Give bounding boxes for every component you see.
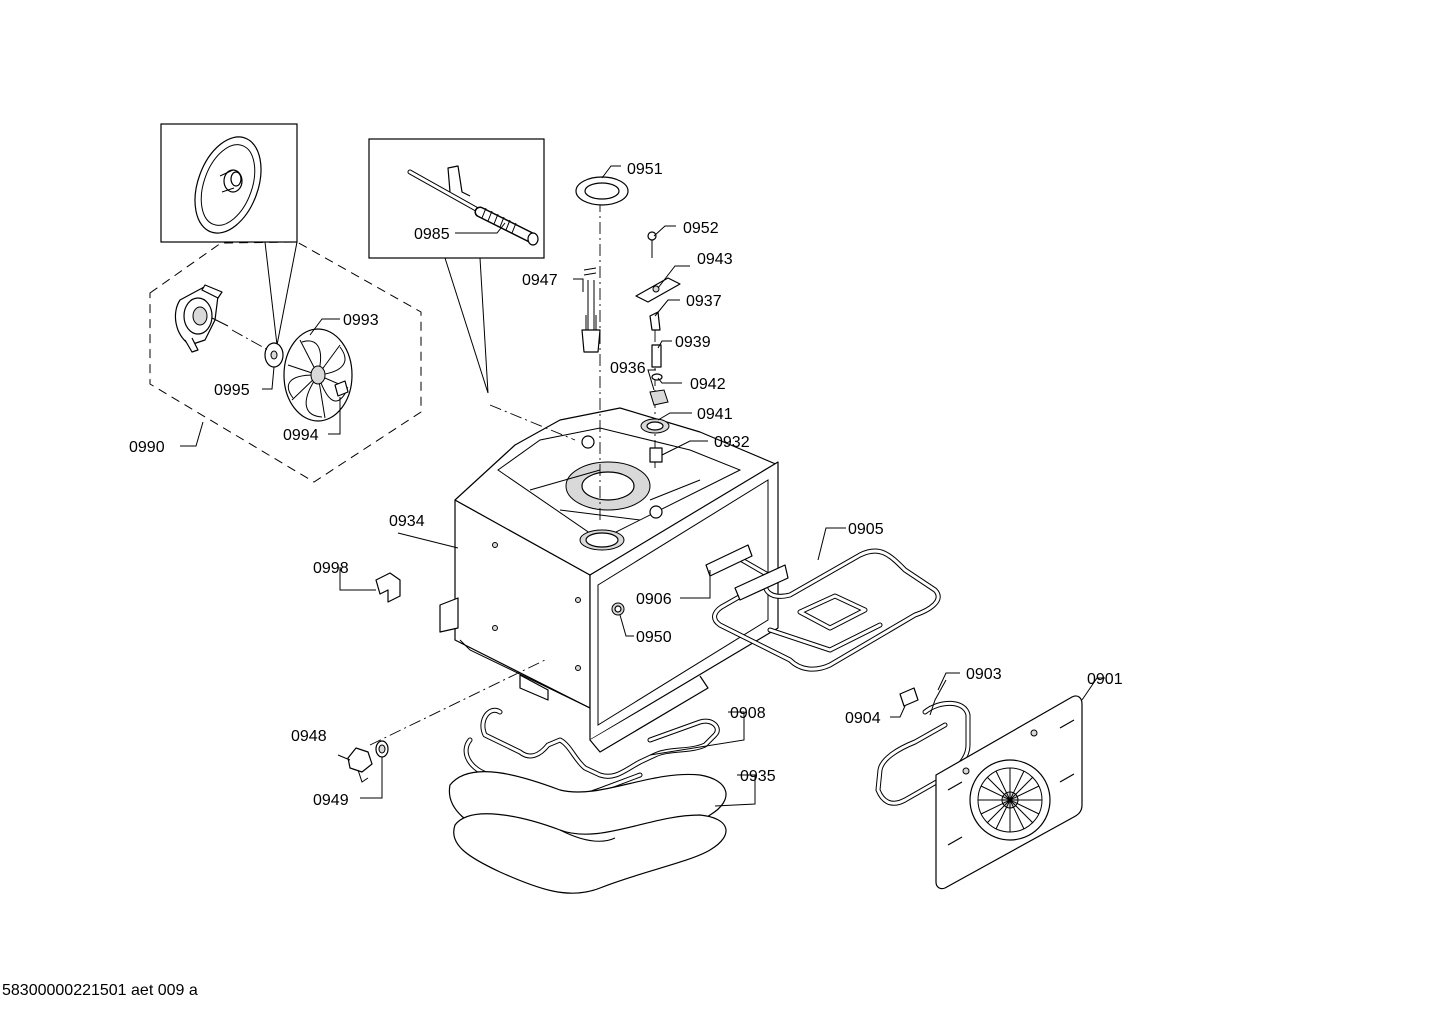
part-number: 0904 [845, 710, 881, 727]
part-number: 0994 [283, 427, 319, 444]
part-number: 0932 [714, 434, 750, 451]
part-number: 0985 [414, 226, 450, 243]
part-number: 0998 [313, 560, 349, 577]
top-parts [575, 176, 681, 463]
part-number: 0993 [343, 312, 379, 329]
part-number: 0908 [730, 705, 766, 722]
part-number: 0903 [966, 666, 1002, 683]
detail-box-probe [368, 138, 545, 394]
part-number: 0941 [697, 406, 733, 423]
part-number: 0949 [313, 792, 349, 809]
part-number: 0947 [522, 272, 558, 289]
part-number: 0906 [636, 591, 672, 608]
detail-box-fan-disc [160, 123, 298, 346]
heating-elements [448, 544, 941, 894]
part-number: 0952 [683, 220, 719, 237]
rear-element-and-panel [875, 679, 1083, 890]
part-number: 0901 [1087, 671, 1123, 688]
part-number: 0937 [686, 293, 722, 310]
part-number: 0934 [389, 513, 425, 530]
part-number: 0943 [697, 251, 733, 268]
part-number: 0939 [675, 334, 711, 351]
part-number: 0995 [214, 382, 250, 399]
part-number: 0951 [627, 161, 663, 178]
part-number: 0936 [610, 360, 646, 377]
part-labels: 0951 0952 0943 0985 0947 0937 0993 0939 … [129, 161, 1123, 809]
part-number: 0942 [690, 376, 726, 393]
part-number: 0948 [291, 728, 327, 745]
part-number: 0950 [636, 629, 672, 646]
document-code: 58300000221501 aet 009 a [2, 982, 198, 999]
part-number: 0990 [129, 439, 165, 456]
leader-lines [180, 165, 1105, 807]
part-number: 0905 [848, 521, 884, 538]
oven-cavity [369, 200, 779, 753]
part-number: 0935 [740, 768, 776, 785]
